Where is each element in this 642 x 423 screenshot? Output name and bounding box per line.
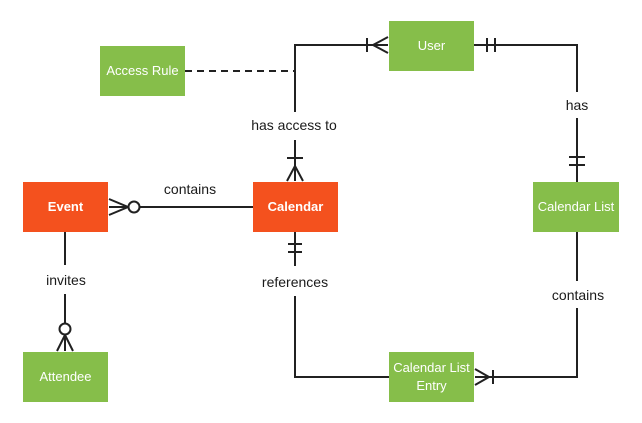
entity-label: Calendar List Entry [393, 360, 470, 393]
entity-label: Event [47, 199, 84, 215]
entity-label: Calendar [267, 199, 324, 215]
edge-event-invites-attendee [56, 232, 74, 352]
one-and-only-one-icon [288, 243, 302, 253]
one-and-only-one-icon [486, 38, 496, 52]
edge-calendar-references-entry [288, 232, 389, 378]
zero-or-many-icon [108, 198, 141, 216]
one-and-only-one-icon [569, 156, 585, 166]
relationship-label-references: references [258, 274, 332, 290]
one-or-many-icon [286, 157, 304, 182]
one-or-many-icon [474, 368, 494, 386]
edge-line [489, 308, 578, 378]
edge-event-contains-calendar [108, 198, 253, 216]
relationship-label-has: has [562, 97, 592, 113]
entity-attendee[interactable]: Attendee [23, 352, 108, 402]
entity-label: Calendar List [537, 199, 615, 215]
edge-line [474, 44, 578, 92]
entity-calendar-list[interactable]: Calendar List [533, 182, 619, 232]
edge-line [294, 296, 389, 378]
entity-label: Access Rule [106, 63, 179, 79]
entity-access-rule[interactable]: Access Rule [100, 46, 185, 96]
edge-user-has-calendarlist [474, 38, 585, 182]
relationship-label-invites: invites [43, 272, 89, 288]
entity-user[interactable]: User [389, 21, 474, 71]
edge-line [294, 44, 373, 112]
entity-calendar[interactable]: Calendar [253, 182, 338, 232]
relationship-label-contains: contains [160, 181, 220, 197]
entity-event[interactable]: Event [23, 182, 108, 232]
one-or-many-icon [366, 36, 389, 54]
entity-label: Attendee [39, 369, 92, 385]
edge-calendarlist-contains-entry [474, 232, 578, 386]
zero-or-many-icon [56, 322, 74, 352]
edge-calendar-hasaccess-user [286, 36, 389, 182]
relationship-label-has-access-to: has access to [248, 117, 340, 133]
entity-calendar-list-entry[interactable]: Calendar List Entry [389, 352, 474, 402]
entity-label: User [417, 38, 446, 54]
relationship-label-contains: contains [548, 287, 608, 303]
